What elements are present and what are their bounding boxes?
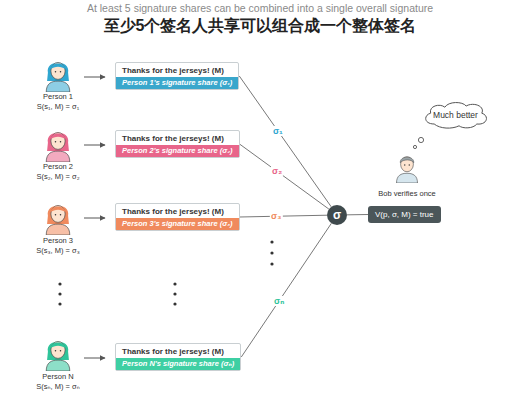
- node-text: Person N's signature share (σₙ): [122, 359, 234, 368]
- title: 至少5个签名人共享可以组合成一个整体签名: [0, 16, 520, 37]
- message-box: Thanks for the jerseys! (M)Person 2's si…: [115, 130, 240, 158]
- node-text: Person 1's signature share (σ₁): [122, 78, 232, 87]
- ellipsis-dots: [58, 240, 273, 305]
- signature-share-band: Person 2's signature share (σ₂): [116, 145, 239, 157]
- person-avatar: [46, 206, 70, 235]
- verification-box: V(p, σ, M) = true: [368, 206, 441, 223]
- person-name: Person 2: [43, 162, 73, 171]
- signature-share-band: Person 3's signature share (σ₃): [116, 218, 239, 230]
- signature-share-band: Person 1's signature share (σ₁): [116, 77, 238, 89]
- share-formula: S(sₙ, M) = σₙ: [36, 382, 79, 391]
- person-avatar: [46, 133, 70, 162]
- connector-line: [240, 215, 327, 217]
- edge-label: σ₃: [270, 211, 282, 221]
- subtitle: At least 5 signature shares can be combi…: [87, 2, 433, 14]
- signature-share-band: Person N's signature share (σₙ): [116, 358, 240, 370]
- node-text: Thanks for the jerseys! (M): [116, 63, 238, 77]
- node-text: Thanks for the jerseys! (M): [116, 131, 239, 145]
- edge-label: σ₂: [271, 166, 283, 176]
- person-avatar: [46, 63, 70, 92]
- node-text: Much better: [433, 110, 478, 120]
- edge-label: σₙ: [273, 296, 285, 306]
- bob-avatar: [397, 157, 418, 183]
- connector-line: [347, 214, 368, 215]
- node-text: Person 2's signature share (σ₂): [122, 146, 233, 155]
- node-text: Thanks for the jerseys! (M): [116, 204, 239, 218]
- person-name: Person N: [42, 372, 73, 381]
- node-text: Person 3's signature share (σ₃): [122, 219, 233, 228]
- share-formula: S(s₁, M) = σ₁: [37, 102, 79, 111]
- cloud-path: [426, 103, 487, 129]
- thought-dots: [413, 137, 423, 148]
- person-avatar: [46, 342, 70, 371]
- node-text: Thanks for the jerseys! (M): [116, 344, 240, 358]
- combined-signature-circle: σ: [327, 205, 347, 225]
- thought-bubble: Much better: [420, 100, 491, 130]
- message-box: Thanks for the jerseys! (M)Person N's si…: [115, 343, 241, 371]
- share-formula: S(s₃, M) = σ₃: [36, 246, 79, 255]
- person-name: Person 3: [43, 236, 73, 245]
- message-box: Thanks for the jerseys! (M)Person 3's si…: [115, 203, 240, 231]
- connector-line: [240, 144, 329, 209]
- verifier-caption: Bob verifies once: [378, 189, 436, 198]
- person-name: Person 1: [43, 92, 73, 101]
- node-text: σ: [327, 205, 347, 225]
- connector-line: [241, 223, 331, 357]
- share-formula: S(s₂, M) = σ₂: [36, 172, 79, 181]
- message-box: Thanks for the jerseys! (M)Person 1's si…: [115, 62, 239, 90]
- node-text: V(p, σ, M) = true: [375, 210, 434, 219]
- connector-line: [239, 76, 331, 207]
- person-arrows: [84, 77, 105, 358]
- edge-label: σ₁: [272, 126, 284, 136]
